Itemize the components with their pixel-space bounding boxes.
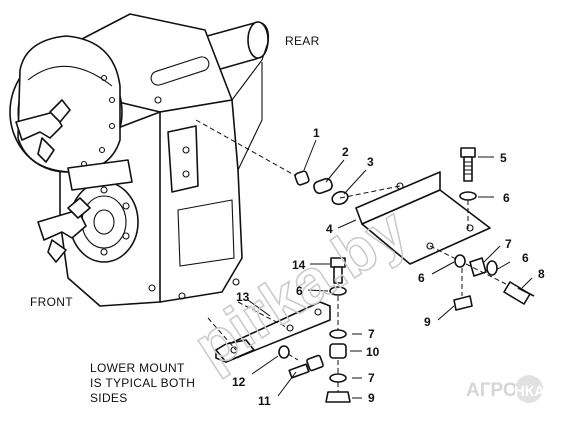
bushing-parts (294, 170, 349, 206)
callout-7-right: 7 (505, 237, 512, 251)
right-hardware (453, 254, 535, 311)
brand-watermark-disc (515, 375, 543, 403)
leader-lines (247, 139, 533, 399)
bolt-14 (330, 257, 346, 284)
washer-12 (278, 345, 290, 359)
lower-mount-bracket (215, 301, 331, 363)
callout-6-mid: 6 (418, 271, 425, 285)
transmission-housing (9, 13, 270, 307)
callout-13: 13 (236, 290, 250, 304)
lower-mount-note-line3: SIDES (90, 391, 128, 405)
callout-3: 3 (367, 155, 374, 169)
front-label: FRONT (30, 295, 73, 309)
callout-7-lower-a: 7 (368, 327, 375, 341)
callout-6-upper: 6 (503, 191, 510, 205)
callout-6-right: 6 (522, 251, 529, 265)
bolt-5 (460, 147, 476, 182)
callout-12: 12 (232, 375, 246, 389)
callout-8: 8 (538, 267, 545, 281)
alignment-lines (195, 119, 507, 392)
rear-label: REAR (285, 34, 320, 48)
washer-6-lower (329, 286, 347, 296)
upper-mount-bracket (355, 171, 491, 265)
callout-7-lower-b: 7 (368, 371, 375, 385)
spacer-10 (329, 343, 347, 359)
callout-1: 1 (313, 126, 320, 140)
callout-11: 11 (258, 394, 271, 408)
nut-9-lower (325, 391, 351, 403)
callout-10: 10 (366, 345, 380, 359)
callout-14: 14 (292, 258, 306, 272)
callout-9-right: 9 (424, 315, 431, 329)
washer-7-a (329, 329, 347, 339)
lower-mount-note-line1: LOWER MOUNT (90, 361, 185, 375)
lower-mount-note-line2: IS TYPICAL BOTH (90, 376, 195, 390)
callout-5: 5 (500, 151, 507, 165)
washer-7-b (329, 373, 347, 383)
brand-watermark-right: НКА (514, 383, 545, 400)
callout-9-lower: 9 (368, 391, 375, 405)
brand-watermark-left: АГРО (466, 380, 518, 401)
washer-6-upper (459, 191, 477, 201)
callout-2: 2 (342, 145, 349, 159)
callout-4: 4 (326, 222, 333, 236)
callout-6-lower: 6 (296, 284, 303, 298)
